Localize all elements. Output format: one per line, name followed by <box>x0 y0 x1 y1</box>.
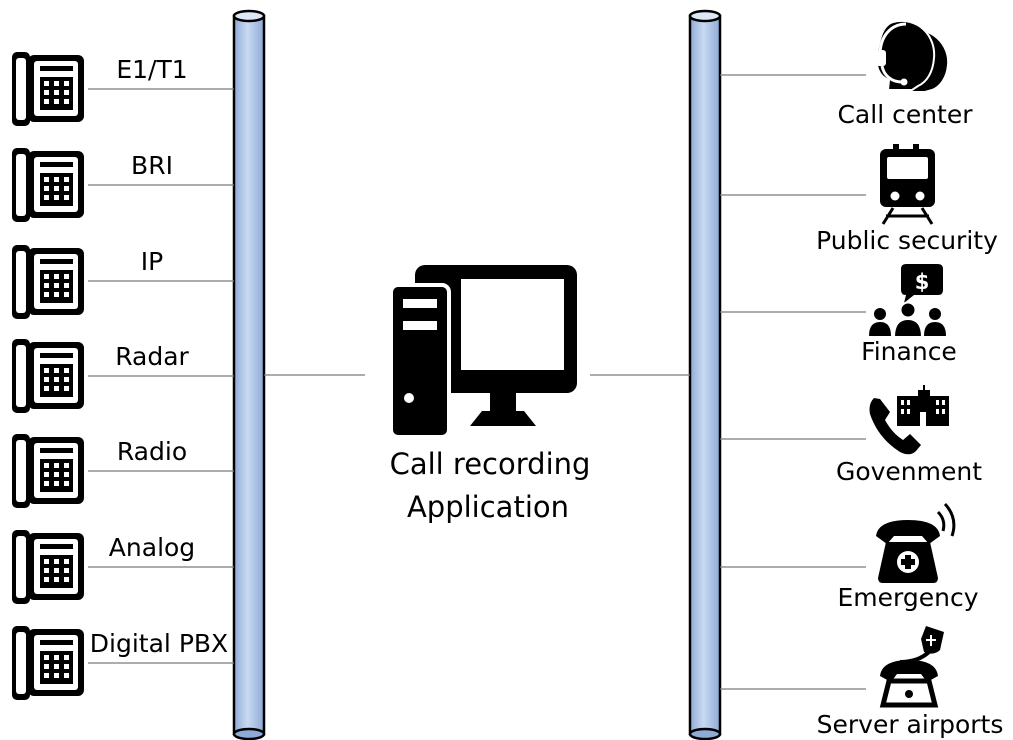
line-label: Analog <box>109 533 195 562</box>
sector-label: Public security <box>816 226 998 255</box>
line-label: Radar <box>115 342 189 371</box>
sector-label: Govenment <box>836 457 982 486</box>
line-label: Digital PBX <box>90 629 228 658</box>
left-line-radio: Radio <box>12 434 234 508</box>
sector-label: Finance <box>861 337 957 366</box>
center-title-line2: Application <box>407 490 569 524</box>
airport-phone-icon <box>879 626 944 708</box>
right-sector-server-airports: Server airports <box>720 626 1003 739</box>
desk-phone-icon <box>12 626 84 700</box>
train-icon <box>880 144 935 225</box>
sector-label: Server airports <box>817 710 1004 739</box>
desktop-computer-icon <box>389 265 577 439</box>
right-sector-public-security: Public security <box>720 144 998 255</box>
left-line-digital-pbx: Digital PBX <box>12 626 234 700</box>
left-bus <box>232 9 266 740</box>
left-line-e1t1: E1/T1 <box>12 52 234 126</box>
right-sector-finance: $ Finance <box>720 264 957 366</box>
sector-label: Emergency <box>837 583 978 612</box>
desk-phone-icon <box>12 245 84 319</box>
desk-phone-icon <box>12 530 84 604</box>
line-label: BRI <box>131 151 173 180</box>
left-line-radar: Radar <box>12 339 234 413</box>
desk-phone-icon <box>12 52 84 126</box>
emergency-phone-icon <box>876 502 956 583</box>
left-line-analog: Analog <box>12 530 234 604</box>
line-label: IP <box>141 247 163 276</box>
finance-group-icon: $ <box>869 264 946 338</box>
right-sector-call-center: Call center <box>720 19 973 129</box>
desk-phone-icon <box>12 339 84 413</box>
right-bus <box>688 9 722 740</box>
sector-label: Call center <box>837 100 973 129</box>
left-line-ip: IP <box>12 245 234 319</box>
desk-phone-icon <box>12 148 84 222</box>
desk-phone-icon <box>12 434 84 508</box>
center-title-line1: Call recording <box>390 447 591 481</box>
headset-agents-icon <box>875 19 950 93</box>
right-sector-government: Govenment <box>720 385 982 486</box>
line-label: Radio <box>117 437 187 466</box>
line-label: E1/T1 <box>116 55 187 84</box>
government-phone-icon <box>869 385 949 455</box>
right-sector-emergency: Emergency <box>720 502 979 612</box>
left-line-bri: BRI <box>12 148 234 222</box>
svg-text:$: $ <box>915 270 930 294</box>
